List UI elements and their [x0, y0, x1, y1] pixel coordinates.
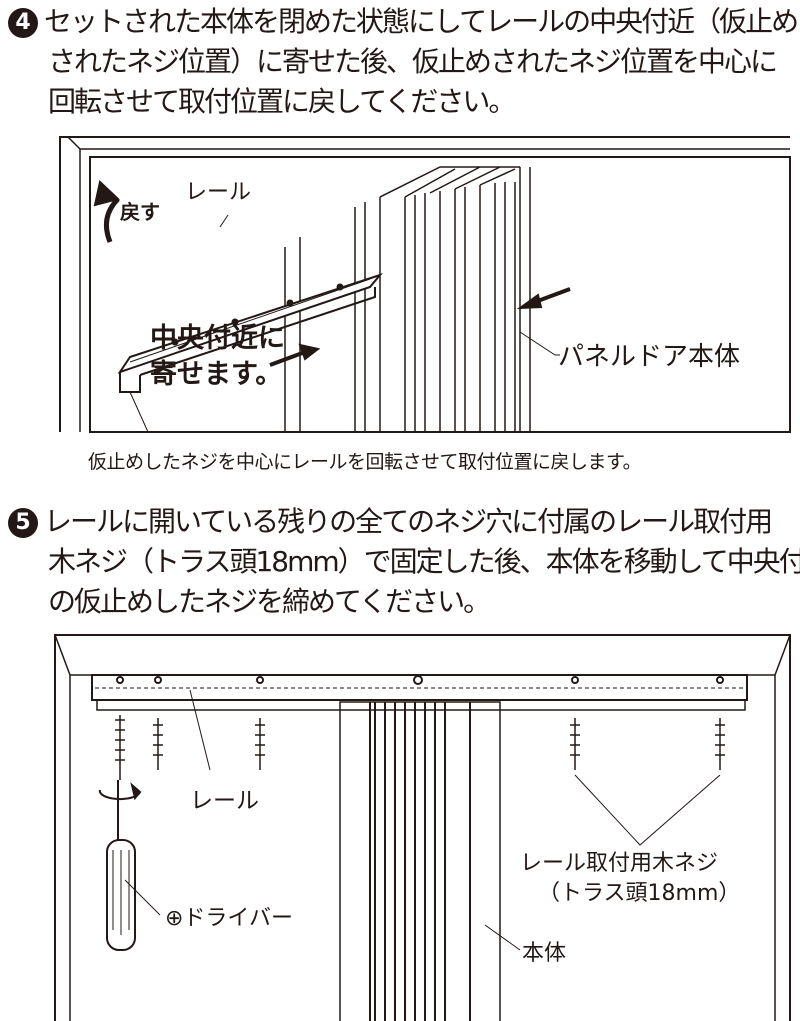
- step-4-line-2: されたネジ位置）に寄せた後、仮止めされたネジ位置を中心に: [48, 45, 778, 78]
- label-panel-door: パネルドア本体: [558, 342, 740, 372]
- step-4-line-3: 回転させて取付位置に戻してください。: [48, 85, 516, 118]
- label-rail: レール: [190, 788, 259, 814]
- step-5-illustration: レール レール取付用木ネジ （トラス頭18mm） ⊕ドライバー 本体: [54, 634, 791, 1021]
- step-5-line-3: の仮止めしたネジを締めてください。: [48, 585, 491, 618]
- label-driver: ⊕ドライバー: [165, 906, 293, 931]
- step-4-line-1: セットされた本体を閉めた状態にしてレールの中央付近（仮止め: [44, 5, 799, 38]
- label-center-2: 寄せます。: [150, 358, 282, 390]
- step-5-line-2: 木ネジ（トラス頭18mm）で固定した後、本体を移動して中央付近: [48, 545, 800, 578]
- label-screw-1: レール取付用木ネジ: [520, 851, 718, 876]
- step-4-caption: 仮止めしたネジを中心にレールを回転させて取付位置に戻します。: [88, 451, 642, 473]
- step-number-badge: 5: [8, 508, 38, 538]
- label-return: 戻す: [120, 200, 160, 224]
- step-5-line-1: レールに開いている残りの全てのネジ穴に付属のレール取付用: [44, 505, 773, 538]
- label-rail: レール: [185, 180, 251, 205]
- step-4-illustration: 戻す レール 中央付近に 寄せます。 パネルドア本体: [59, 136, 791, 433]
- step-number-badge: 4: [8, 8, 38, 38]
- label-screw-2: （トラス頭18mm）: [538, 881, 740, 906]
- label-center-1: 中央付近に: [150, 323, 285, 354]
- label-body: 本体: [522, 941, 566, 966]
